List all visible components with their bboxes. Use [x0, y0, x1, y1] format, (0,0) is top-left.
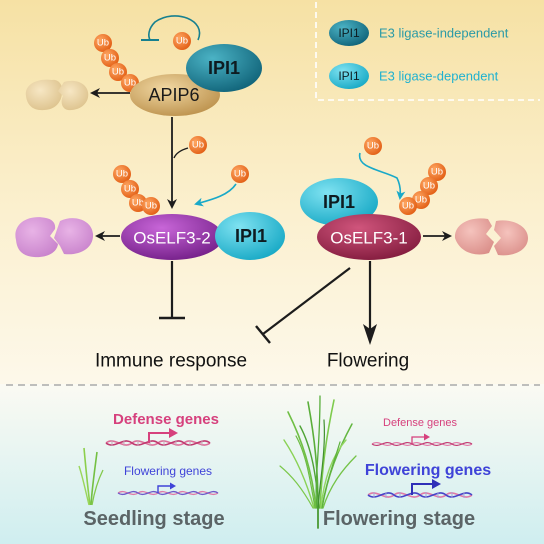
degraded-oself3-2-fragment	[15, 217, 94, 258]
ubiquitin-attach-line	[173, 147, 189, 159]
legend: IPI1 E3 ligase-independent IPI1 E3 ligas…	[315, 2, 540, 101]
oself3-1-ubiquitin-chain: Ub Ub Ub Ub	[399, 163, 446, 215]
flowering-stage-label: Flowering stage	[323, 508, 475, 530]
legend-item-1-protein: IPI1	[338, 26, 360, 40]
svg-text:Ub: Ub	[402, 201, 414, 212]
apip6-ubiquitin-chain: Ub Ub Ub Ub	[94, 34, 139, 92]
svg-text:Ub: Ub	[116, 169, 128, 180]
left-flowering-promoter-arrowhead	[170, 482, 176, 490]
left-defense-promoter-arrow	[148, 432, 172, 443]
oself3-1-immune-inhibition-bar	[255, 325, 271, 344]
flowering-plant	[279, 395, 357, 529]
legend-item-2-text: E3 ligase-dependent	[379, 69, 499, 84]
lower-background	[0, 384, 544, 544]
oself3-2-protein	[121, 214, 223, 260]
left-defense-genes-label: Defense genes	[113, 411, 219, 428]
oself3-1-label: OsELF3-1	[330, 229, 407, 248]
legend-ipi1-dependent-icon	[329, 63, 369, 89]
svg-text:Ub: Ub	[124, 78, 136, 89]
right-defense-genes-label: Defense genes	[383, 417, 457, 429]
ipi1-light-right-label: IPI1	[323, 192, 355, 212]
ipi1-ubiquitination-arrow-left	[194, 183, 237, 207]
ubiquitin-apip6-path-label: Ub	[192, 140, 204, 151]
svg-text:Ub: Ub	[431, 167, 443, 178]
left-flowering-promoter-arrow	[157, 485, 172, 493]
svg-text:Ub: Ub	[112, 67, 124, 78]
ipi1-ubiquitination-arrow-right	[359, 152, 406, 200]
ipi1-light-right-protein	[300, 178, 378, 226]
ipi1-dark-label: IPI1	[208, 58, 240, 78]
left-defense-dna	[105, 440, 211, 446]
legend-ipi1-independent-icon	[329, 20, 369, 46]
degraded-apip6-fragment	[25, 79, 89, 111]
svg-text:Ub: Ub	[124, 184, 136, 195]
oself3-2-label: OsELF3-2	[133, 229, 210, 248]
flowering-label: Flowering	[327, 351, 409, 372]
svg-text:Ub: Ub	[415, 195, 427, 206]
right-flowering-promoter-arrowhead	[432, 479, 441, 489]
svg-text:Ub: Ub	[145, 201, 157, 212]
seedling-plant	[78, 447, 104, 506]
right-defense-promoter-arrow	[411, 436, 426, 444]
ubiquitin-apip6-path	[189, 136, 207, 154]
left-flowering-genes-label: Flowering genes	[124, 464, 212, 478]
right-flowering-genes-label: Flowering genes	[365, 462, 491, 479]
ipi1-light-left-protein	[215, 212, 285, 260]
apip6-label: APIP6	[148, 85, 199, 105]
free-ubiquitin-right-label: Ub	[367, 141, 379, 152]
legend-frame	[315, 2, 540, 101]
free-ubiquitin-top-label: Ub	[176, 36, 188, 47]
left-flowering-dna	[117, 490, 219, 496]
legend-item-1-text: E3 ligase-independent	[379, 26, 509, 41]
ipi1-self-inhibition-loop	[148, 15, 201, 41]
right-defense-dna	[371, 441, 473, 447]
svg-text:Ub: Ub	[104, 53, 116, 64]
oself3-2-ubiquitin-chain: Ub Ub Ub Ub	[113, 165, 160, 215]
ipi1-light-left-label: IPI1	[235, 226, 267, 246]
left-defense-promoter-arrowhead	[169, 428, 178, 438]
upper-background	[0, 0, 544, 384]
seedling-stage-label: Seedling stage	[83, 508, 224, 530]
ipi1-dark-protein	[186, 44, 262, 92]
right-flowering-promoter-arrow	[411, 483, 434, 495]
oself3-1-flowering-arrowhead	[363, 324, 377, 345]
free-ubiquitin-left-label: Ub	[234, 169, 246, 180]
right-defense-promoter-arrowhead	[424, 433, 430, 441]
degraded-oself3-1-fragment	[454, 218, 528, 256]
oself3-1-immune-inhibition-line	[262, 267, 351, 335]
svg-text:Ub: Ub	[132, 198, 144, 209]
immune-response-label: Immune response	[95, 351, 247, 372]
svg-text:Ub: Ub	[423, 181, 435, 192]
free-ubiquitin-left	[231, 165, 249, 183]
svg-text:Ub: Ub	[97, 38, 109, 49]
right-flowering-dna	[367, 492, 473, 498]
legend-item-2-protein: IPI1	[338, 69, 360, 83]
free-ubiquitin-right	[364, 137, 382, 155]
free-ubiquitin-top	[173, 32, 191, 50]
oself3-1-protein	[317, 214, 421, 260]
